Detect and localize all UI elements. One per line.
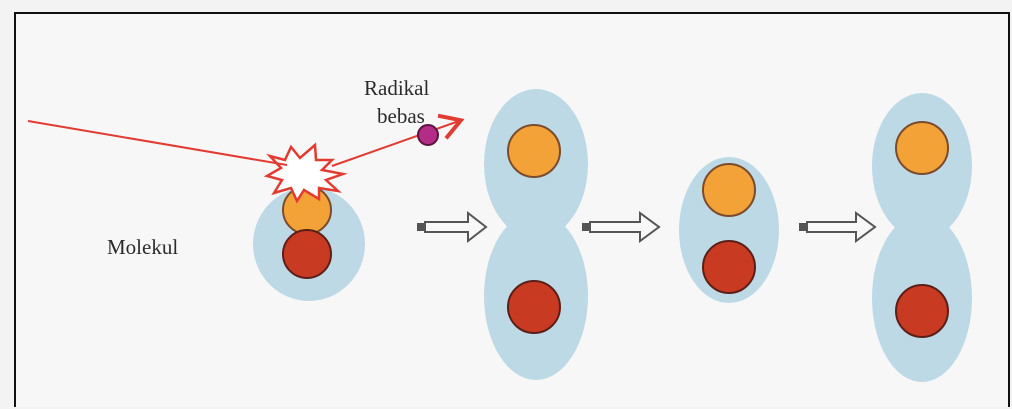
molecule-stage-2 — [484, 89, 588, 380]
step-arrow-3 — [799, 213, 875, 241]
red-atom — [283, 230, 331, 278]
molecule-stage-4 — [872, 93, 972, 382]
red-atom — [508, 281, 560, 333]
orange-atom — [703, 164, 755, 216]
orange-atom — [508, 125, 560, 177]
orange-atom — [896, 122, 948, 174]
molecule-stage-1 — [253, 186, 365, 301]
incoming-path-line — [28, 121, 287, 165]
free-radical-particle — [418, 125, 438, 145]
step-arrow-2 — [582, 213, 659, 241]
molecule-label: Molekul — [107, 237, 178, 258]
red-atom — [896, 285, 948, 337]
molecule-stage-3 — [679, 157, 779, 303]
radical-label-line-1: Radikal — [364, 78, 429, 99]
radical-label-line-2: bebas — [377, 106, 425, 127]
red-atom — [703, 241, 755, 293]
step-arrow-1 — [417, 213, 486, 241]
